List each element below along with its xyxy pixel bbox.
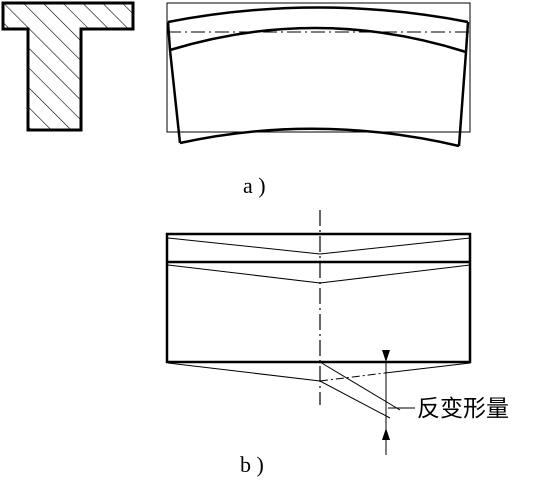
figure-b-beam-outline: [165, 232, 472, 364]
figure-b-leader-line-upper: [319, 361, 401, 411]
figure-a-flange-left-end: [166, 21, 172, 51]
t-section-outline: [1, 1, 135, 132]
figure-b-slope-guides: [167, 237, 471, 382]
figure-a-reference-frame: [166, 2, 471, 133]
figure-a-web-left-edge: [168, 49, 182, 144]
caption-a: a ): [243, 173, 266, 198]
dimension-arrow-down: [382, 350, 390, 362]
figure-b-pre-deformation: [165, 210, 472, 455]
reverse-deformation-label: 反变形量: [417, 396, 509, 422]
figure-a-deformed-beam: [166, 2, 471, 148]
figure-a-flange-right-end: [464, 21, 470, 53]
figure-a-web-bottom-edge: [179, 127, 460, 148]
t-section-profile: [1, 1, 135, 132]
reverse-deformation-dimension: [382, 350, 390, 455]
dimension-arrow-up: [382, 428, 390, 440]
figure-b-leader-line-lower: [319, 380, 391, 419]
figure-a-web-right-edge: [457, 51, 468, 147]
figure-a-flange-top-edge: [167, 6, 469, 24]
figure-a-flange-bottom-edge: [169, 26, 467, 54]
caption-b: b ): [240, 452, 264, 477]
